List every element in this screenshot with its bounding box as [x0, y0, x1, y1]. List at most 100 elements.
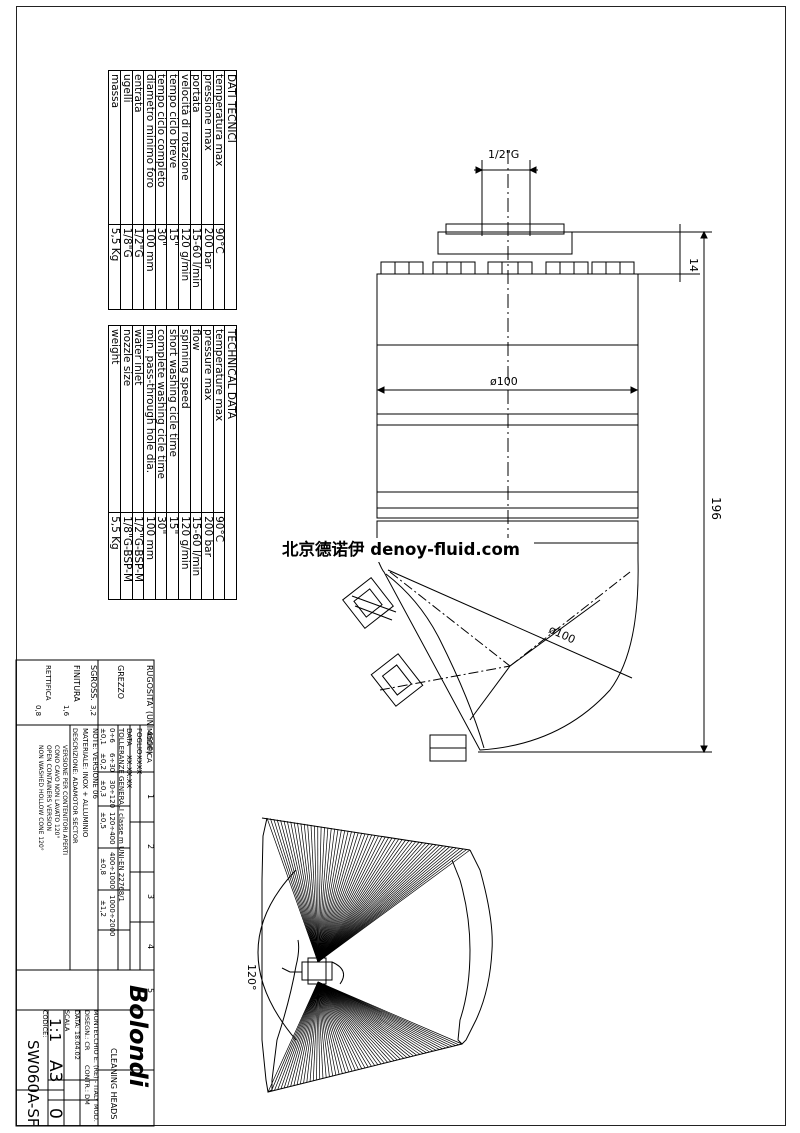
tb-disegn: DISEGN.: CR [83, 1010, 91, 1051]
company-logo: Bolondi [124, 985, 152, 1088]
spray-ray [317, 981, 411, 1058]
spray-ray [317, 981, 463, 1045]
tb-materiale: MATERIALE: INOX + ALLUMINIO [81, 728, 89, 838]
spray-ray [317, 830, 349, 963]
spray-ray [316, 981, 319, 1081]
spray-ray [317, 981, 375, 1066]
spray-ray [296, 981, 319, 1085]
spray-ray [317, 841, 420, 963]
spray-ray [317, 846, 447, 963]
spray-ray [307, 824, 319, 963]
spray-ray [317, 840, 410, 963]
dim-inlet-label: 1/2"G [488, 148, 519, 161]
spray-ray [287, 981, 319, 1088]
spray-ray [290, 821, 319, 963]
tb-data-val: XX.XX.XX [125, 755, 133, 788]
tb-val-08: 0,8 [34, 705, 42, 716]
spray-ray [317, 835, 379, 963]
spray-ray [317, 981, 408, 1058]
tb-finitura: FINITURA [72, 665, 81, 702]
spray-ray [317, 981, 359, 1070]
spray-ray [303, 981, 319, 1084]
spray-ray [317, 981, 379, 1066]
spray-ray [317, 981, 398, 1061]
dim-body-diameter-label: ø100 [490, 375, 518, 388]
tb-rev-3: 3 [146, 894, 155, 899]
spray-ray [283, 820, 319, 963]
spray-ray [317, 981, 405, 1059]
spray-ray [317, 841, 417, 963]
tb-desc-line-1: VERSIONE PER CONTENITORI APERTI [61, 745, 68, 855]
tb-tol-value-1: ±0,1 [99, 728, 107, 745]
spray-ray [317, 837, 390, 963]
spray-ray [310, 824, 319, 963]
spray-ray [280, 981, 319, 1089]
dim-top-height-label: 14 [687, 258, 700, 272]
spray-ray [317, 835, 383, 963]
spray-ray [317, 981, 450, 1048]
spray-ray [317, 833, 366, 963]
spray-ray [317, 981, 382, 1065]
spray-ray [317, 981, 446, 1049]
spray-ray [317, 981, 343, 1074]
spray-ray [317, 832, 363, 963]
spray-ray [317, 834, 373, 963]
spray-ray [317, 848, 461, 963]
tb-tolleranze: TOLLERANZE GENERALI classe m UNI-EN 2276… [117, 727, 125, 902]
spray-ray [317, 981, 421, 1055]
spray-ray [317, 837, 393, 963]
tb-tol-range-1: 0÷6 [108, 728, 116, 743]
spray-ray [317, 849, 467, 963]
spray-ray [274, 981, 319, 1091]
spray-ray [277, 981, 319, 1090]
tb-rev-2: 2 [146, 844, 155, 849]
tb-tol-value-6: ±1,2 [99, 900, 107, 917]
tb-rev-5: 5 [146, 988, 155, 993]
spray-ray [306, 981, 319, 1083]
top-connector [437, 231, 573, 255]
tb-codice-label: CODICE: [41, 1010, 49, 1037]
spray-ray [317, 831, 356, 963]
top-connector-cap [445, 223, 565, 235]
spray-ray [317, 981, 427, 1054]
tb-foglio-val: XXXX [135, 755, 143, 774]
tb-tol-value-4: ±0,5 [99, 812, 107, 829]
spray-ray [317, 981, 363, 1069]
spray-ray [317, 981, 340, 1075]
dim-head-diameter-label: ø100 [547, 623, 578, 647]
tb-company-addr: MONTECCHIO E. (RE) - ITALY [92, 1010, 100, 1102]
spray-ray [297, 822, 319, 963]
spray-ray [317, 981, 443, 1050]
tb-rev-4: 4 [146, 944, 155, 949]
tb-scala-label: SCALA [63, 1010, 71, 1032]
spray-ray [317, 981, 372, 1067]
spray-ray [317, 842, 427, 963]
spray-ray [300, 823, 319, 963]
spray-ray [290, 981, 319, 1087]
spray-ray [317, 845, 444, 963]
spray-ray [317, 981, 366, 1069]
title-block-frame [15, 659, 155, 1127]
spray-pattern [257, 817, 493, 1093]
spray-ray [317, 844, 440, 963]
spray-ray [317, 849, 471, 963]
spray-ray [317, 833, 369, 963]
spray-ray [317, 981, 353, 1072]
spray-ray [317, 843, 434, 963]
tb-desc-line-3: OPEN CONTAINERS VERSION [45, 745, 52, 831]
watermark: 北京德诺伊 denoy-fluid.com [268, 538, 534, 562]
spray-ray [317, 981, 324, 1079]
spray-ray [317, 981, 395, 1062]
tb-modifica: MODIFICA [145, 728, 153, 763]
spray-head [376, 543, 639, 751]
spray-ray [317, 830, 346, 963]
tb-company-sub: CLEANING HEADS [109, 1048, 118, 1119]
spray-ray [293, 981, 319, 1086]
tb-tol-value-5: ±0,8 [99, 858, 107, 875]
spray-ray [317, 981, 401, 1060]
spray-ray [317, 838, 400, 963]
spray-ray [317, 827, 325, 963]
spray-ray [276, 819, 319, 963]
spray-ray [317, 981, 346, 1073]
